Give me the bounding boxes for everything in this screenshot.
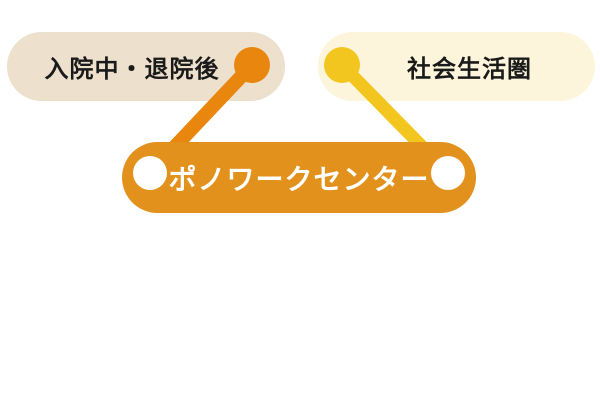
connector-right-target-dot: [431, 156, 465, 190]
node-society-label: 社会生活圏: [407, 55, 532, 83]
node-center: ポノワークセンター: [122, 142, 476, 213]
node-society: 社会生活圏: [318, 32, 595, 101]
node-hospital: 入院中・退院後: [7, 32, 285, 101]
connector-left-target-dot: [133, 156, 167, 190]
node-hospital-label: 入院中・退院後: [44, 55, 220, 83]
node-center-label: ポノワークセンター: [168, 162, 430, 196]
